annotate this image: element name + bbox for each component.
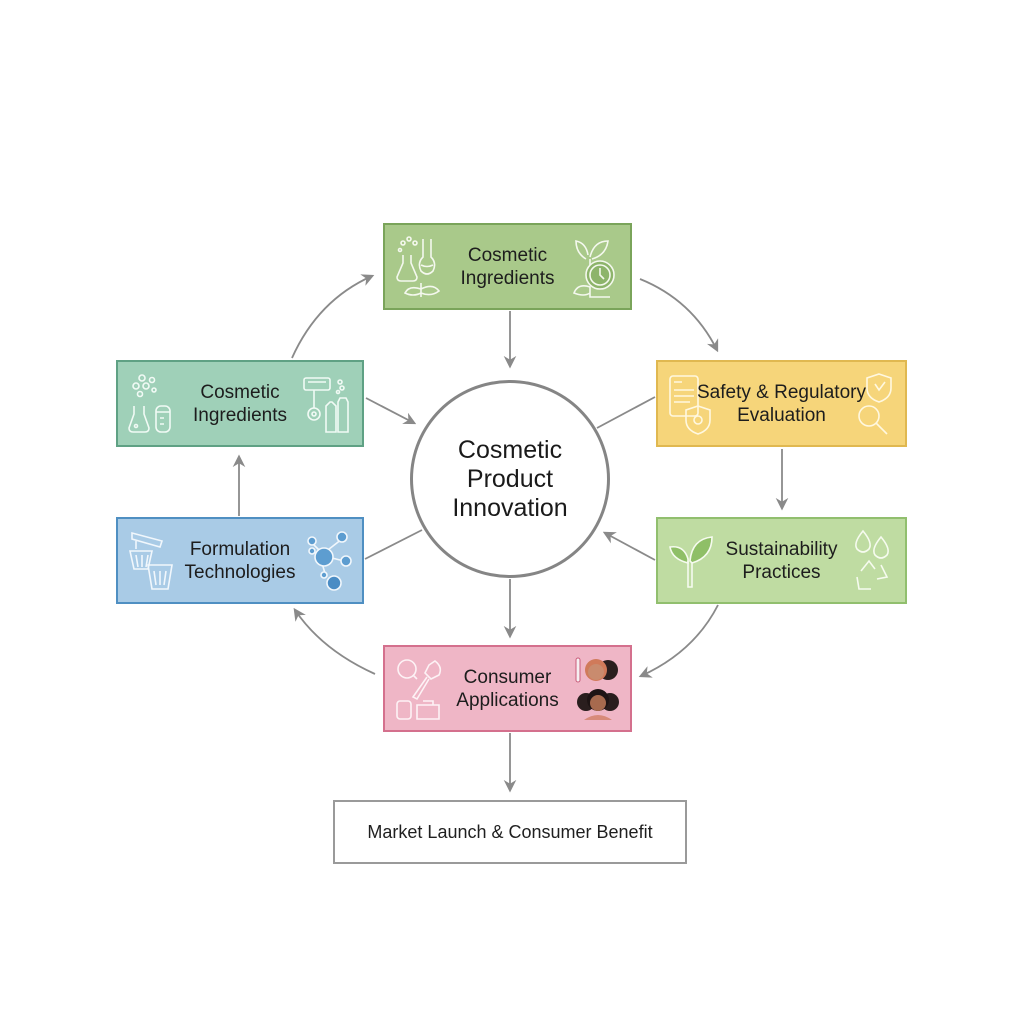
node-formulation-technologies: Formulation Technologies [116,517,364,604]
node-sustainability-practices: Sustainability Practices [656,517,907,604]
node-label: Consumer Applications [456,666,559,711]
molecule-beaker-icon [128,372,178,436]
document-shield-icon [668,372,714,436]
edge-bottom-to-left2 [293,607,376,675]
node-label: Cosmetic Ingredients [192,381,287,426]
water-drops-recycle-icon [851,529,895,593]
edge-left1-to-center [365,397,417,425]
consumer-faces-icon [574,656,620,722]
final-label: Market Launch & Consumer Benefit [367,821,653,842]
mixing-jars-icon [128,529,178,593]
edge-right2-to-center [602,531,656,561]
sprout-icon [668,533,714,589]
flask-plant-icon [395,235,445,299]
edge-right1-center [596,396,656,429]
edge-center-left2 [364,529,423,560]
center-node-cosmetic-product-innovation: Cosmetic Product Innovation [410,380,610,578]
plant-clock-icon [570,235,620,299]
node-label: Cosmetic Ingredients [460,244,555,289]
node-cosmetic-ingredients-left: Cosmetic Ingredients [116,360,364,447]
razor-bottles-icon [302,372,352,436]
magnifier-brush-jars-icon [395,657,445,721]
node-safety-regulatory-evaluation: Safety & Regulatory Evaluation [656,360,907,447]
node-consumer-applications: Consumer Applications [383,645,632,732]
edge-left1-to-top [291,274,375,359]
center-label: Cosmetic Product Innovation [452,435,568,522]
edge-top-to-right1 [639,278,719,353]
node-label: Sustainability Practices [725,538,838,583]
edge-right2-to-bottom [638,604,719,678]
node-market-launch-consumer-benefit: Market Launch & Consumer Benefit [333,800,687,864]
node-cosmetic-ingredients-top: Cosmetic Ingredients [383,223,632,310]
node-label: Safety & Regulatory Evaluation [697,381,866,426]
molecule-icon [306,529,352,593]
node-label: Formulation Technologies [184,538,296,583]
shield-magnifier-icon [855,372,895,436]
